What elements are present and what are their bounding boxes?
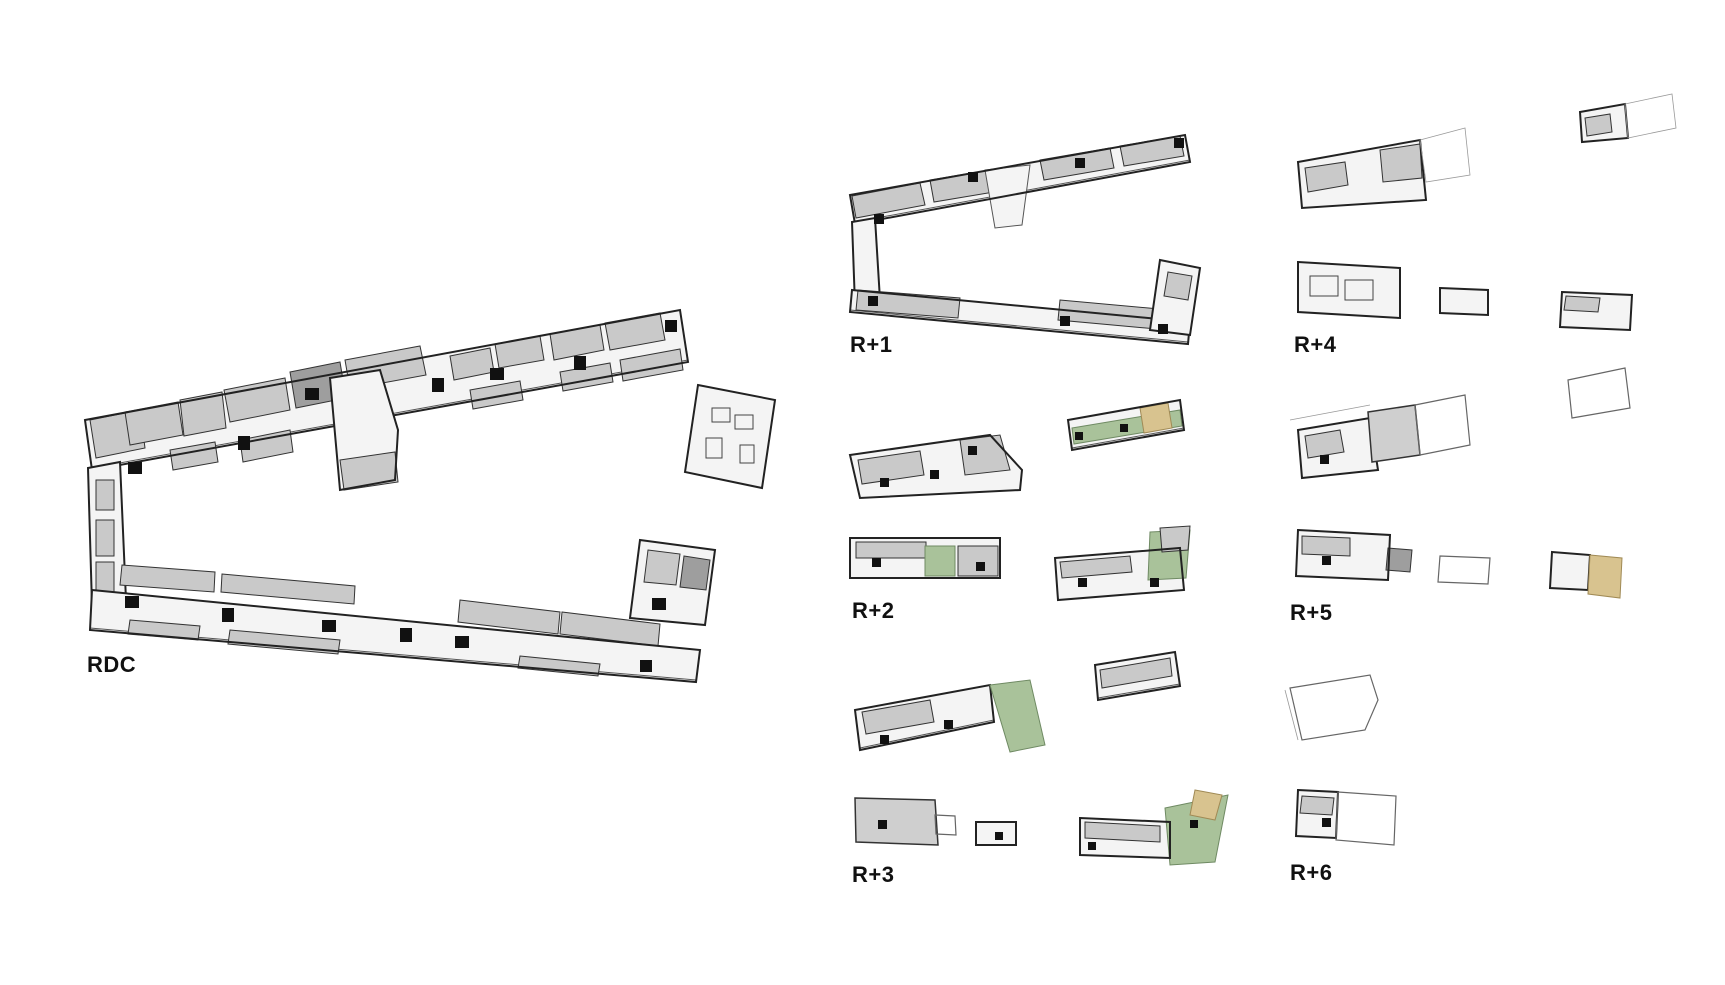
r2-lower-east-block [1053, 525, 1191, 602]
r2-lower-west-block [849, 537, 1001, 579]
level-label-r2: R+2 [852, 598, 895, 623]
r3-lower-slab [854, 797, 1017, 846]
level-label-r4: R+4 [1294, 332, 1337, 357]
level-label-r3: R+3 [852, 862, 895, 887]
plan-r1 [848, 133, 1202, 346]
plan-rdc [83, 308, 777, 684]
rdc-pavilion [683, 383, 777, 490]
r3-lower-east-block [1079, 789, 1229, 866]
level-label-r5: R+5 [1290, 600, 1333, 625]
level-label-rdc: RDC [87, 652, 137, 677]
rdc-south-wing [88, 564, 702, 684]
level-label-r1: R+1 [850, 332, 893, 357]
rdc-central-annex [328, 368, 400, 492]
r5-lower-row [1294, 528, 1623, 599]
plan-r6 [1284, 674, 1397, 846]
plan-r4 [1296, 93, 1677, 332]
plan-r5 [1289, 367, 1631, 599]
plan-r2 [848, 398, 1191, 602]
level-label-r6: R+6 [1290, 860, 1333, 885]
rdc-east-return [628, 538, 717, 627]
plan-r3 [853, 650, 1229, 866]
r2-green-terrace-block [1066, 398, 1186, 452]
